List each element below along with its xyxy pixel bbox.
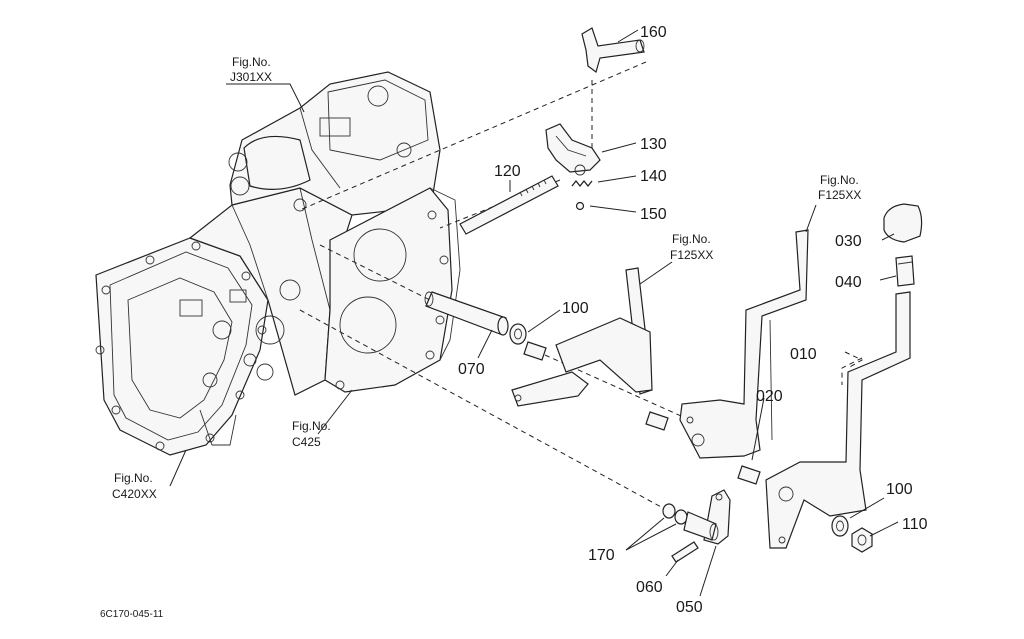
- ref-f125xx-right-line1: Fig.No.: [820, 173, 859, 187]
- part-030-pedal-pad: [883, 203, 923, 243]
- bushing-middle: [645, 411, 669, 431]
- ref-f125xx-right-line2: F125XX: [818, 188, 861, 202]
- pedal-arm-right: [765, 291, 911, 549]
- part-110-nut: [851, 527, 873, 553]
- label-110: 110: [902, 516, 928, 533]
- part-050-lever: [683, 489, 731, 545]
- part-070-shaft: [424, 291, 509, 336]
- label-160: 160: [640, 24, 667, 41]
- bushing-upper: [523, 341, 547, 361]
- part-120-shift-rod: [459, 175, 559, 235]
- label-100-lower: 100: [886, 481, 913, 498]
- label-030: 030: [835, 233, 862, 250]
- pedal-bracket-left: [511, 267, 653, 407]
- ref-j301xx-line1: Fig.No.: [232, 55, 271, 69]
- label-140: 140: [640, 168, 667, 185]
- ref-f125xx-left-line1: Fig.No.: [672, 232, 711, 246]
- label-120: 120: [494, 163, 521, 180]
- part-160-shifter-arm: [581, 27, 645, 74]
- part-020-bushing: [737, 465, 761, 485]
- ref-f125xx-left-line2: F125XX: [670, 248, 713, 262]
- label-060: 060: [636, 579, 663, 596]
- ref-c425-line2: C425: [292, 435, 321, 449]
- leader-lines: [169, 29, 899, 597]
- label-150: 150: [640, 206, 667, 223]
- label-050: 050: [676, 599, 703, 616]
- part-010-pedal-arm: [679, 229, 809, 459]
- drawing-code: 6C170-045-11: [100, 609, 164, 620]
- label-040: 040: [835, 274, 862, 291]
- part-140-spring: [571, 179, 593, 188]
- part-130-shift-fork: [545, 123, 601, 176]
- label-020: 020: [756, 388, 783, 405]
- figure-references: Fig.No. J301XX Fig.No. F125XX Fig.No. F1…: [112, 55, 861, 501]
- label-170: 170: [588, 547, 615, 564]
- part-labels: 160 130 140 120 150 030 040 100 070 010 …: [458, 24, 928, 616]
- part-100-washer-upper: [509, 323, 527, 345]
- part-170-circlip-a: [662, 503, 676, 519]
- ref-c420xx-line1: Fig.No.: [114, 471, 153, 485]
- part-060-pin: [671, 541, 699, 563]
- part-040-pad-holder: [895, 255, 915, 287]
- ref-c425-line1: Fig.No.: [292, 419, 331, 433]
- label-070: 070: [458, 361, 485, 378]
- label-100-upper: 100: [562, 300, 589, 317]
- part-150-ball: [575, 201, 585, 211]
- part-100-washer-lower: [831, 515, 849, 537]
- transmission-housing: [95, 71, 461, 456]
- ref-c420xx-line2: C420XX: [112, 487, 157, 501]
- label-130: 130: [640, 136, 667, 153]
- ref-j301xx-line2: J301XX: [230, 70, 272, 84]
- label-010: 010: [790, 346, 817, 363]
